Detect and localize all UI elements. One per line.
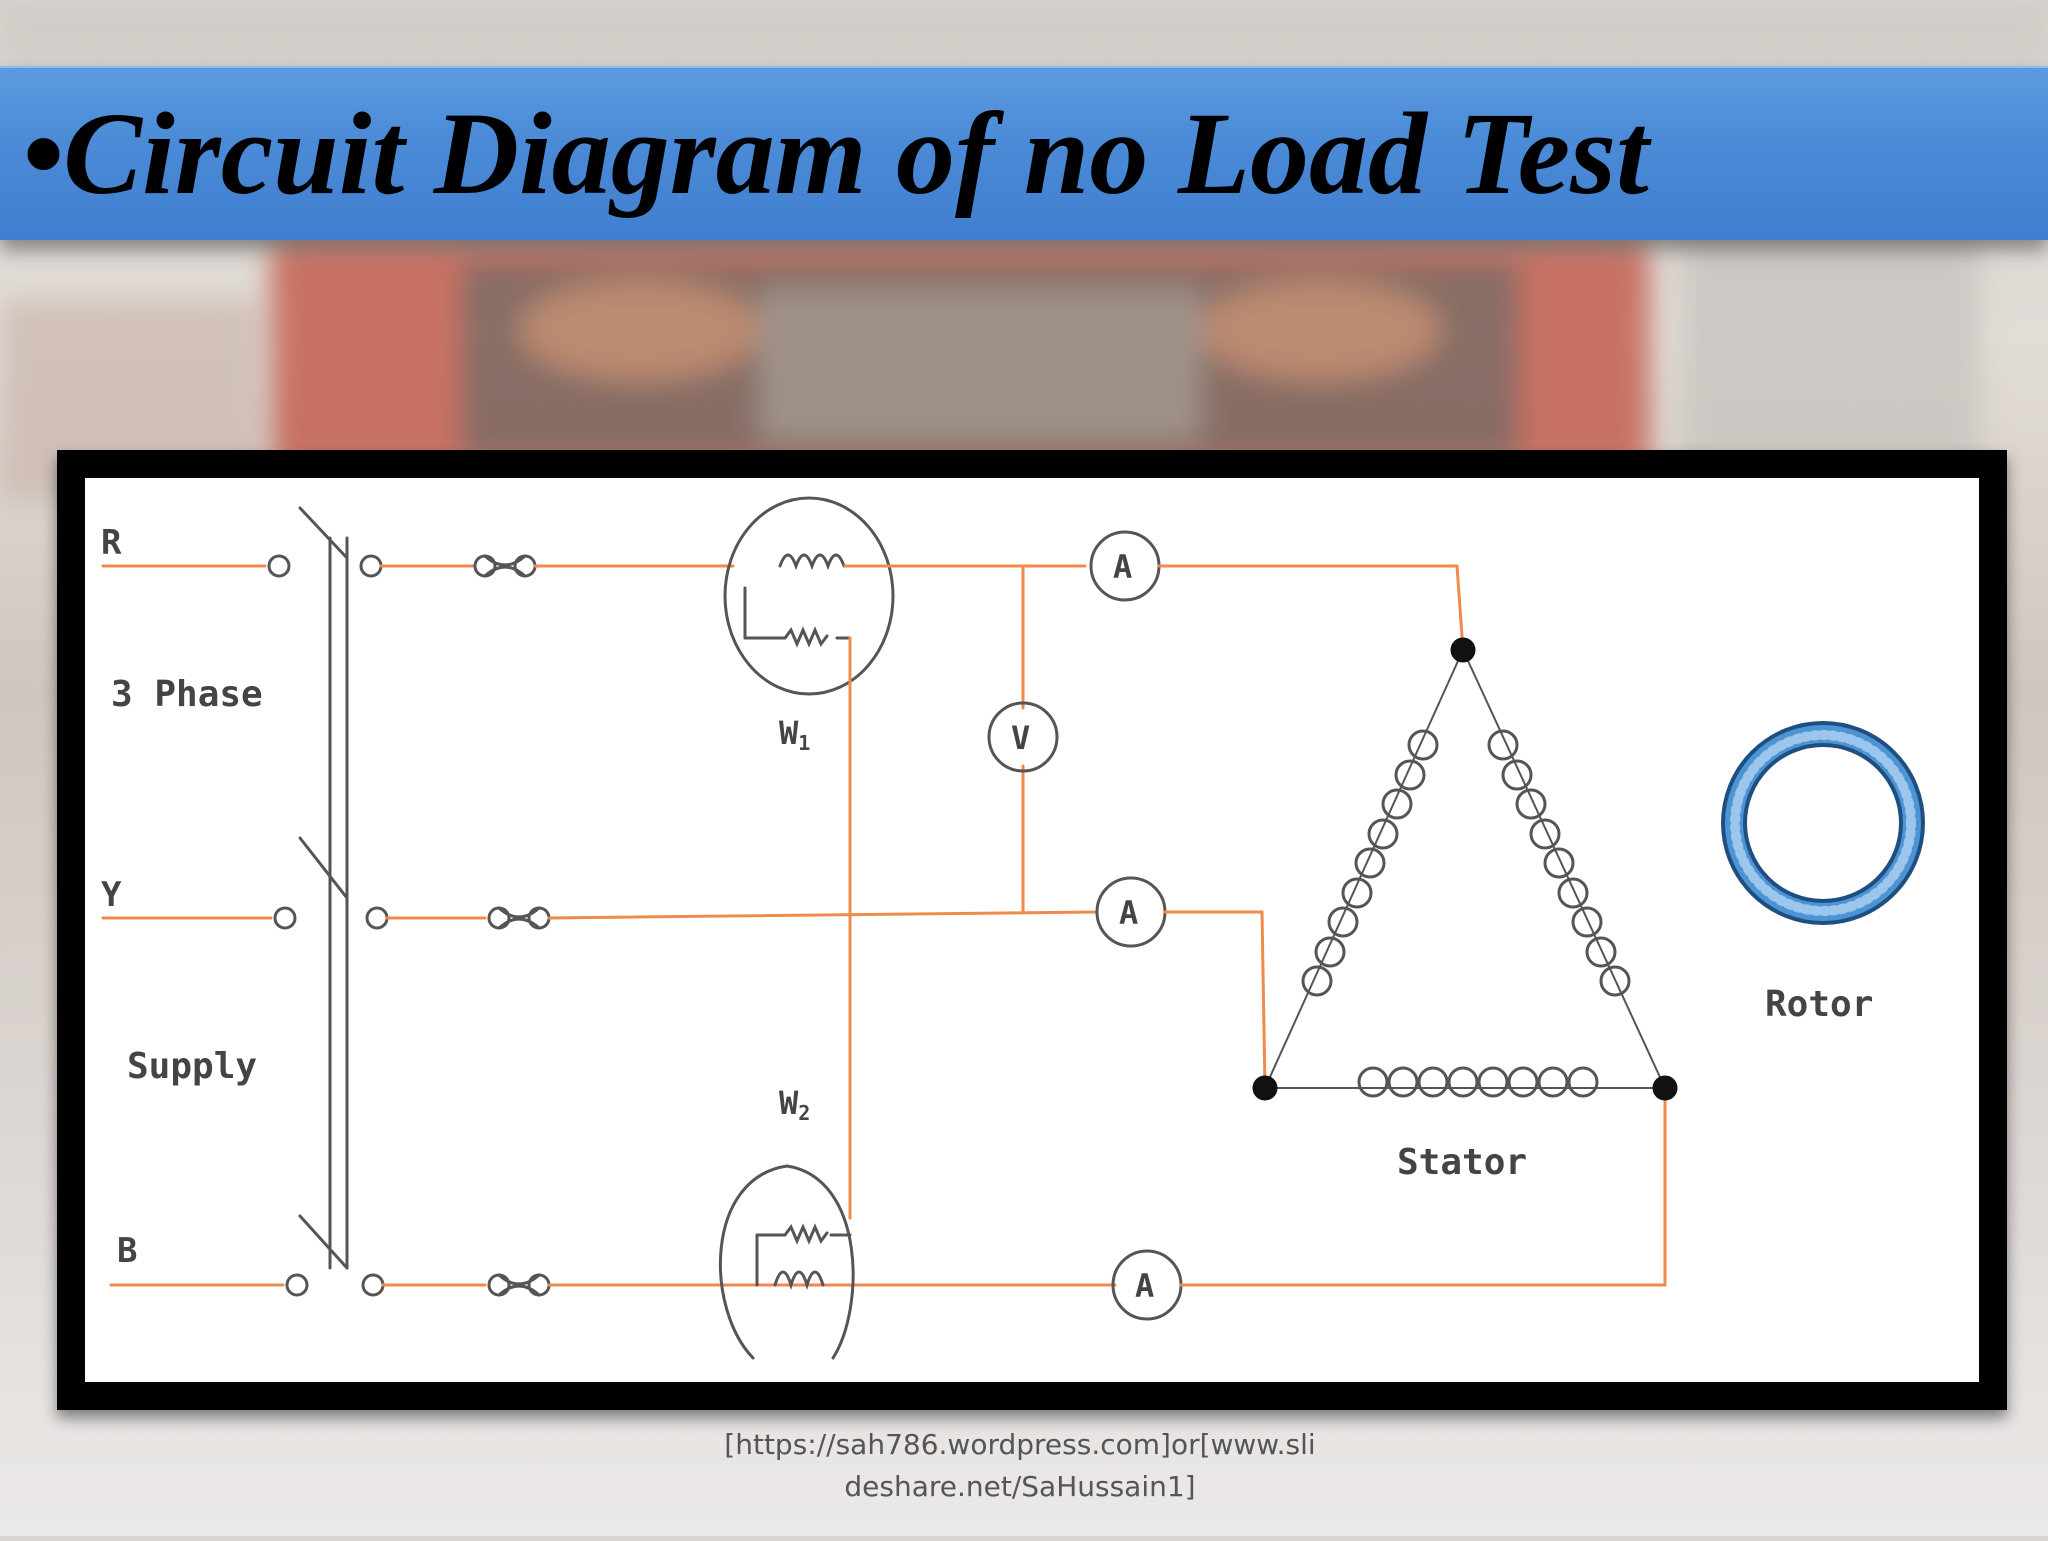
wattmeter-w1 xyxy=(723,496,895,696)
three-pole-switch xyxy=(267,506,389,1297)
stator-winding xyxy=(1263,647,1667,1098)
credit-line-1: [https://sah786.wordpress.com]or[www.sli xyxy=(724,1428,1316,1461)
voltmeter xyxy=(987,701,1059,773)
fuse-r xyxy=(473,554,537,578)
fuse-b xyxy=(487,1273,551,1297)
label-w2: W2 xyxy=(779,1084,810,1125)
label-b: B xyxy=(117,1231,137,1271)
stator-node-left xyxy=(1252,1075,1278,1101)
credit-line-2: deshare.net/SaHussain1] xyxy=(844,1470,1196,1503)
label-3-phase: 3 Phase xyxy=(111,674,263,715)
label-ammeter-y: A xyxy=(1119,894,1138,932)
label-voltmeter: V xyxy=(1011,719,1030,757)
label-w1: W1 xyxy=(779,714,810,755)
title-bar xyxy=(0,66,2048,240)
label-ammeter-b: A xyxy=(1135,1267,1154,1305)
wattmeter-w2 xyxy=(718,1164,855,1360)
label-supply: Supply xyxy=(127,1046,257,1087)
diagram-frame: R Y B 3 Phase Supply W1 W2 V A A A Stato… xyxy=(57,450,2007,1410)
stator-node-top xyxy=(1450,637,1476,663)
circuit-diagram: R Y B 3 Phase Supply W1 W2 V A A A Stato… xyxy=(85,478,1979,1382)
label-rotor: Rotor xyxy=(1765,984,1873,1025)
label-stator: Stator xyxy=(1397,1142,1527,1183)
source-credit: [https://sah786.wordpress.com]or[www.sli… xyxy=(620,1424,1420,1508)
label-y: Y xyxy=(101,875,122,915)
label-r: R xyxy=(101,523,122,563)
fuse-y xyxy=(487,906,551,930)
rotor xyxy=(1721,721,1925,925)
circuit-diagram-svg: R Y B 3 Phase Supply W1 W2 V A A A Stato… xyxy=(101,496,1925,1360)
slide-title: •Circuit Diagram of no Load Test xyxy=(22,88,1649,219)
label-ammeter-r: A xyxy=(1113,548,1132,586)
stator-node-right xyxy=(1652,1075,1678,1101)
